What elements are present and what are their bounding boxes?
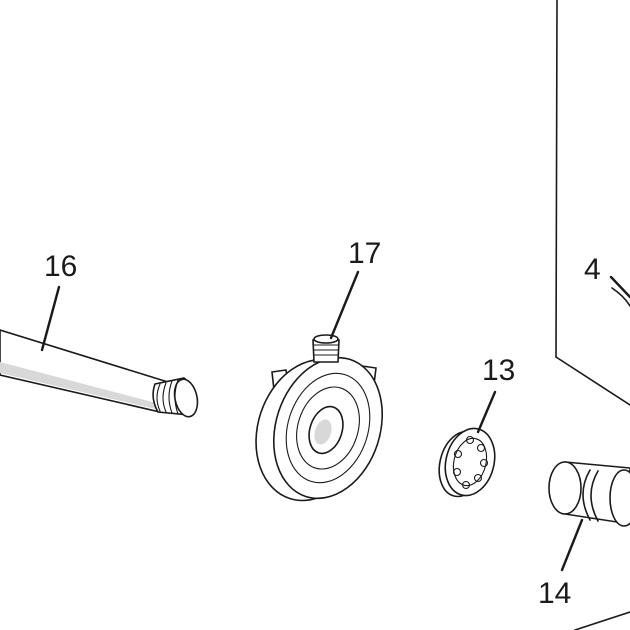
- leader-line-13: [476, 390, 497, 434]
- leader-line-16: [40, 285, 61, 352]
- part-label-17: 17: [348, 237, 381, 270]
- bearing-part-13: [438, 427, 496, 498]
- bushing-part-14: [548, 461, 630, 527]
- part-label-13: 13: [482, 354, 515, 387]
- leader-line-4: [609, 275, 630, 299]
- part-label-16: 16: [44, 250, 77, 283]
- part-label-14: 14: [538, 577, 571, 610]
- cover-part-4: [555, 0, 630, 630]
- leader-line-14: [560, 518, 584, 572]
- housing-part-17: [255, 334, 384, 502]
- leader-line-17: [329, 270, 360, 340]
- part-label-4: 4: [584, 253, 601, 286]
- shaft-part-16: [0, 329, 199, 418]
